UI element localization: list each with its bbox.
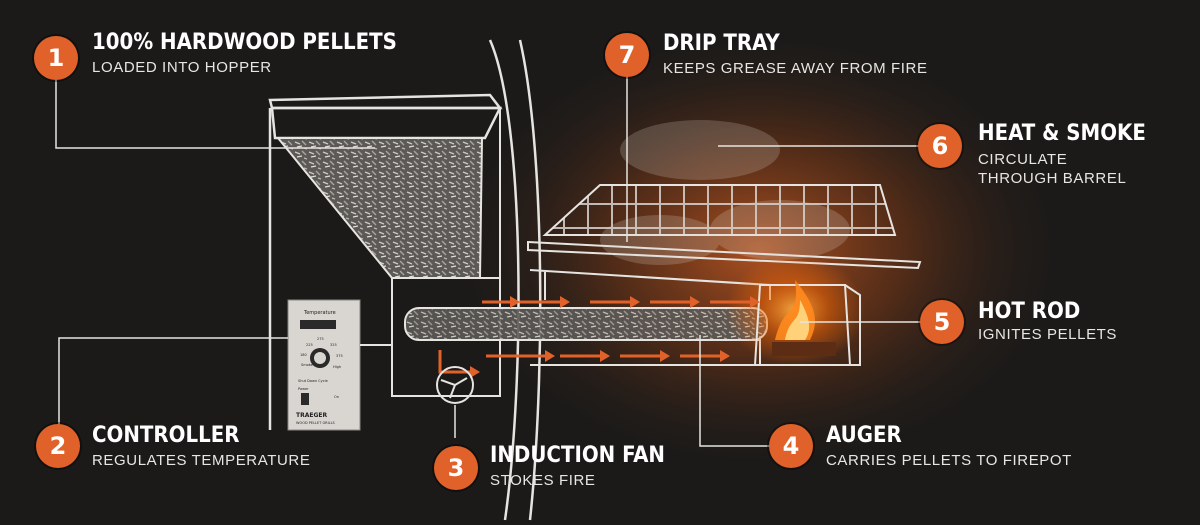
panel-brand: TRAEGER xyxy=(296,412,327,419)
dial-mark: 275 xyxy=(317,337,324,341)
callout-description: KEEPS GREASE AWAY FROM FIRE xyxy=(663,60,928,77)
smoke xyxy=(600,120,850,265)
dial-mark: 180 xyxy=(300,353,307,357)
callout-description: CARRIES PELLETS TO FIREPOT xyxy=(826,452,1072,469)
callout-title: HOT ROD xyxy=(978,299,1081,324)
callout-description: LOADED INTO HOPPER xyxy=(92,59,272,76)
callout-number-badge: 3 xyxy=(434,446,478,490)
panel-label: Temperature xyxy=(303,310,336,316)
panel-tagline: WOOD PELLET GRILLS xyxy=(296,421,336,425)
flow-arrows xyxy=(438,300,750,374)
panel-shutdown: Shut Down Cycle xyxy=(298,379,328,383)
callout-title: AUGER xyxy=(826,423,902,448)
panel-on: On xyxy=(334,395,339,399)
firepot xyxy=(725,255,865,366)
callout-description: IGNITES PELLETS xyxy=(978,326,1118,343)
callout-title: INDUCTION FAN xyxy=(490,443,665,468)
auger xyxy=(404,307,768,341)
callout-number-badge: 6 xyxy=(918,124,962,168)
callout-number-badge: 5 xyxy=(920,300,964,344)
dial-mark: Smoke xyxy=(301,363,313,367)
callout-number-badge: 4 xyxy=(769,424,813,468)
callout-title: HEAT & SMOKE xyxy=(978,121,1146,146)
callout-number-badge: 1 xyxy=(34,36,78,80)
fan-icon xyxy=(436,366,474,404)
callout-description: CIRCULATE xyxy=(978,151,1068,168)
cooking-grate xyxy=(542,184,897,236)
callout-title: CONTROLLER xyxy=(92,423,240,448)
callout-description: STOKES FIRE xyxy=(490,472,596,489)
flow-arrowheads xyxy=(470,296,760,378)
dial-mark: High xyxy=(333,365,341,369)
dial-mark: 375 xyxy=(336,354,343,358)
callout-description: THROUGH BARREL xyxy=(978,170,1127,187)
dial-mark: 325 xyxy=(330,343,337,347)
callout-number-badge: 2 xyxy=(36,424,80,468)
barrel-outline xyxy=(488,39,542,521)
callout-title: 100% HARDWOOD PELLETS xyxy=(92,30,397,55)
panel-power: Power xyxy=(298,387,309,391)
hopper xyxy=(268,93,503,430)
callout-description: REGULATES TEMPERATURE xyxy=(92,452,311,469)
callout-title: DRIP TRAY xyxy=(663,31,780,56)
dial-mark: 225 xyxy=(306,343,313,347)
leader-lines xyxy=(55,76,922,447)
controller-panel xyxy=(287,299,392,431)
callout-number-badge: 7 xyxy=(605,33,649,77)
